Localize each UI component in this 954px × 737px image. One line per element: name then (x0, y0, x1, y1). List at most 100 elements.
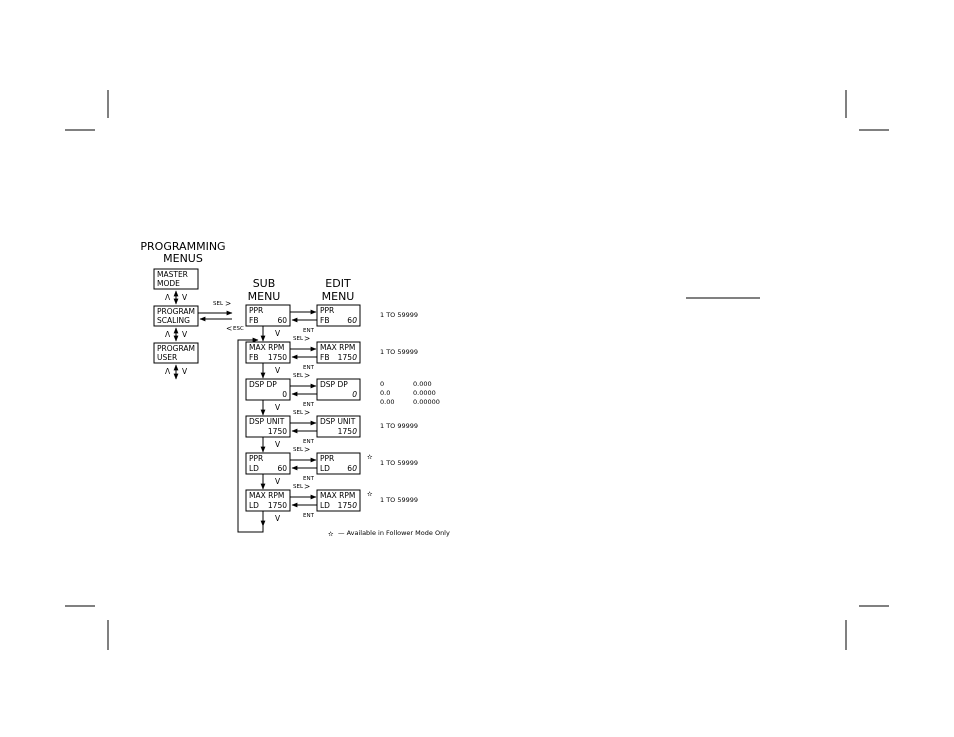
programming-menus-heading-line2: MENUS (163, 252, 203, 265)
program-user-box: PROGRAM USER (153, 342, 199, 364)
submenu-line2-label: FB (249, 353, 258, 362)
editmenu-cursor-digit: 0 (352, 390, 357, 399)
down-key-label: V (275, 477, 281, 486)
sel-key-label: SEL (293, 484, 304, 490)
svg-text:MASTER: MASTER (157, 270, 188, 279)
sub-menu-heading: SUB (253, 277, 276, 290)
editmenu-cursor-digit: 0 (352, 353, 357, 362)
svg-text:PROGRAM: PROGRAM (157, 344, 195, 353)
headings: PROGRAMMING MENUS SUB MENU EDIT MENU (140, 240, 354, 303)
down-key-label: V (275, 514, 281, 523)
submenu-line1: PPR (249, 454, 263, 463)
submenu-line2-label: FB (249, 316, 258, 325)
down-key-label: V (182, 330, 188, 339)
editmenu-line1: MAX RPM (320, 491, 355, 500)
down-key-label: V (275, 366, 281, 375)
submenu-loop-line (237, 337, 264, 533)
ent-key-label: ENT (303, 328, 315, 334)
editmenu-line1: DSP UNIT (320, 417, 356, 426)
sel-arrow-glyph: > (304, 445, 310, 454)
submenu-line2-label: LD (249, 464, 259, 473)
decimal-table-cell: 0.0 (380, 389, 390, 397)
decimal-table: 0 0.000 0.0 0.0000 0.00 0.00000 (380, 380, 440, 406)
decimal-table-cell: 0.00000 (413, 398, 440, 406)
up-key-label: Λ (165, 293, 171, 302)
editmenu-cursor-digit: 0 (352, 501, 357, 510)
submenu-line2-label: LD (249, 501, 259, 510)
esc-key-label: ESC (233, 326, 244, 332)
down-key-label: V (275, 403, 281, 412)
submenu-line2-value: 1750 (268, 427, 287, 436)
submenu-line2-value: 60 (277, 316, 287, 325)
editmenu-line2-value: 175 (338, 427, 353, 436)
submenu-line1: MAX RPM (249, 343, 284, 352)
master-mode-box: MASTER MODE (153, 268, 199, 290)
decimal-table-cell: 0 (380, 380, 384, 388)
down-key-label: V (275, 329, 281, 338)
sub-menu-heading-line2: MENU (248, 290, 281, 303)
editmenu-line1: MAX RPM (320, 343, 355, 352)
editmenu-line2-label: LD (320, 464, 330, 473)
submenu-line2-value: 60 (277, 464, 287, 473)
programming-menus-heading: PROGRAMMING (140, 240, 225, 253)
submenu-line1: MAX RPM (249, 491, 284, 500)
sel-arrow-glyph: > (304, 334, 310, 343)
decimal-table-cell: 0.0000 (413, 389, 436, 397)
down-key-label: V (182, 367, 188, 376)
range-text: 1 TO 59999 (380, 459, 418, 467)
sel-key-label: SEL (293, 410, 304, 416)
submenu-line2-value: 0 (282, 390, 287, 399)
editmenu-cursor-digit: 0 (352, 316, 357, 325)
ent-key-label: ENT (303, 365, 315, 371)
editmenu-line2-value: 175 (338, 501, 353, 510)
submenu-line1: PPR (249, 306, 263, 315)
editmenu-line2-value: 175 (338, 353, 353, 362)
footnote-text: — Available in Follower Mode Only (338, 529, 450, 537)
editmenu-cursor-digit: 0 (352, 427, 357, 436)
sel-arrow-glyph: > (304, 482, 310, 491)
sel-key-label: SEL (293, 336, 304, 342)
decimal-table-cell: 0.000 (413, 380, 432, 388)
crop-marks (65, 90, 889, 650)
editmenu-line2-label: FB (320, 353, 329, 362)
sel-key-label: SEL (293, 373, 304, 379)
down-key-label: V (182, 293, 188, 302)
svg-text:USER: USER (157, 353, 177, 362)
star-icon: ✫ (367, 490, 373, 498)
editmenu-line1: PPR (320, 454, 334, 463)
esc-arrow-glyph: < (226, 324, 232, 333)
main-menu: MASTER MODE PROGRAM SCALING PROGRAM USER… (153, 268, 199, 380)
up-key-label: Λ (165, 330, 171, 339)
svg-text:MODE: MODE (157, 279, 180, 288)
ent-key-label: ENT (303, 402, 315, 408)
editmenu-line2-value: 6 (347, 316, 352, 325)
decimal-table-cell: 0.00 (380, 398, 394, 406)
editmenu-line2-label: LD (320, 501, 330, 510)
submenu-line2-value: 1750 (268, 353, 287, 362)
edit-menu-heading: EDIT (325, 277, 351, 290)
range-text: 1 TO 59999 (380, 348, 418, 356)
svg-text:SCALING: SCALING (157, 316, 190, 325)
edit-menu-heading-line2: MENU (322, 290, 355, 303)
editmenu-cursor-digit: 0 (352, 464, 357, 473)
range-text: 1 TO 59999 (380, 311, 418, 319)
editmenu-line2-label: FB (320, 316, 329, 325)
ent-key-label: ENT (303, 513, 315, 519)
range-text: 1 TO 99999 (380, 422, 418, 430)
editmenu-display: DSP DP0 (316, 378, 361, 401)
star-icon: ✫ (328, 530, 334, 538)
program-scaling-box: PROGRAM SCALING (153, 305, 199, 327)
